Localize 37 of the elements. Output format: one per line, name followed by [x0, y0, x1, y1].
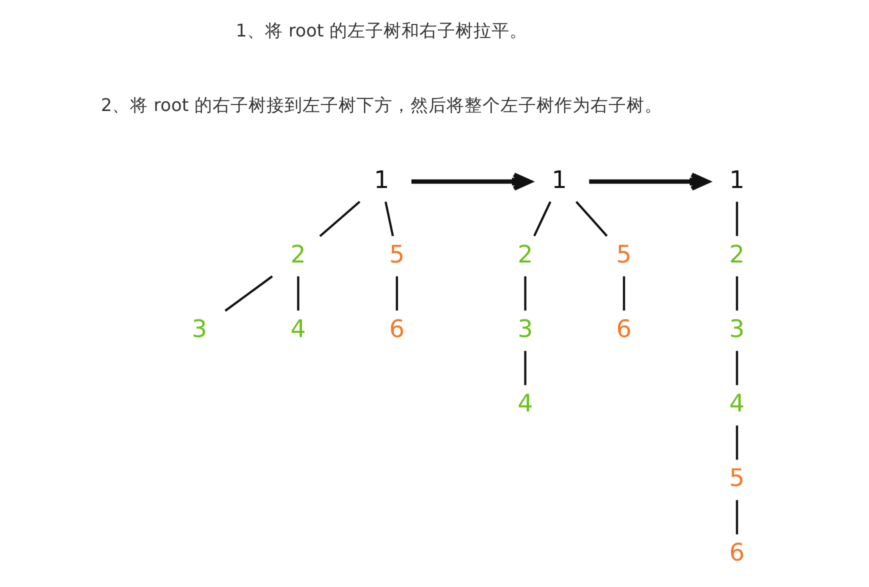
connector — [736, 500, 738, 534]
node-text: 1 — [729, 166, 745, 194]
label: 2、将 root 的右子树接到左子树下方，然后将整个左子树作为右子树。 — [100, 96, 662, 116]
node-text: 6 — [389, 314, 405, 343]
connector — [524, 350, 526, 386]
node-text: 2 — [518, 240, 533, 268]
connector — [736, 202, 738, 236]
node-text: 3 — [729, 314, 745, 343]
node-text: 6 — [729, 538, 745, 567]
connector — [224, 275, 273, 312]
connector — [297, 276, 300, 311]
node-text: 5 — [729, 464, 745, 492]
connector — [736, 350, 738, 386]
node-text: 1 — [374, 166, 390, 194]
node-text: 2 — [729, 240, 745, 268]
arrow — [411, 172, 532, 191]
node-text: 2 — [290, 240, 306, 268]
connector — [396, 276, 398, 311]
node-text: 6 — [616, 314, 632, 343]
node-text: 4 — [290, 314, 306, 343]
connector — [736, 426, 738, 460]
connector — [736, 276, 738, 311]
connector — [575, 201, 608, 237]
node-text: 4 — [729, 390, 745, 418]
connector — [622, 276, 626, 311]
label: 1、将 root 的左子树和右子树拉平。 — [236, 22, 528, 42]
node-text: 1 — [552, 166, 567, 194]
node-text: 5 — [389, 240, 405, 268]
connector — [524, 276, 526, 311]
node-text: 5 — [616, 240, 632, 268]
node-text: 3 — [192, 314, 208, 343]
connector — [533, 201, 552, 236]
arrow — [589, 172, 710, 191]
node-text: 4 — [518, 390, 533, 418]
node-text: 3 — [518, 314, 533, 343]
connector — [384, 202, 394, 236]
connector — [319, 200, 360, 238]
